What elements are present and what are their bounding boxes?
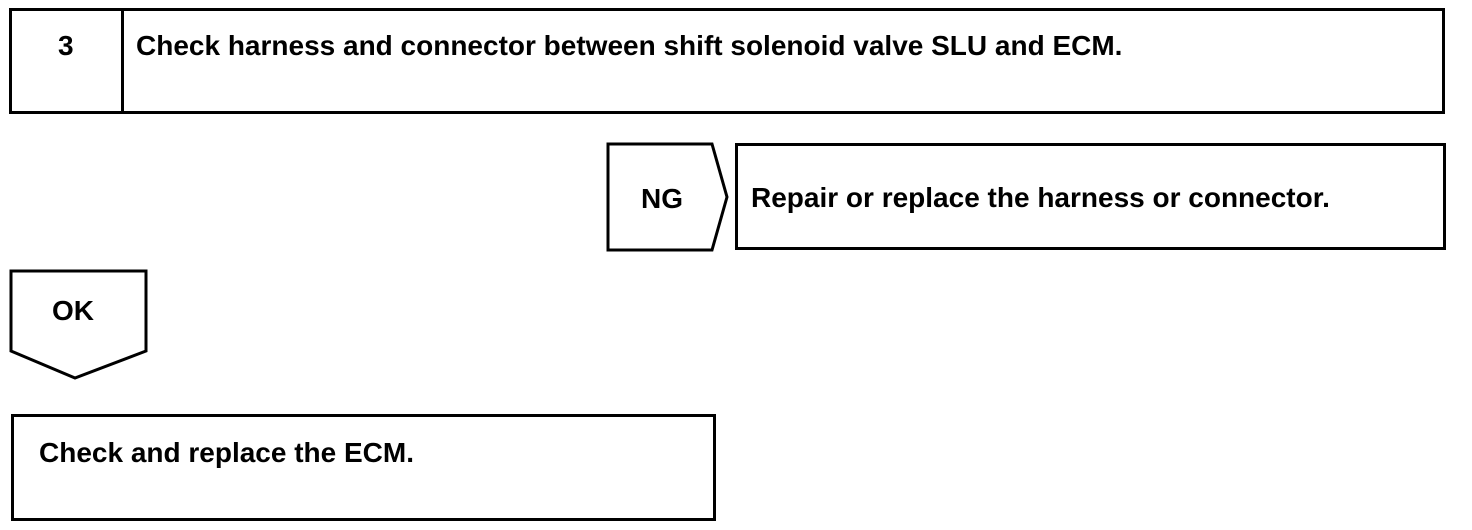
ok-arrow-shape [9, 269, 148, 380]
ok-label: OK [52, 295, 94, 326]
ok-action-text: Check and replace the ECM. [39, 437, 415, 468]
ng-label: NG [641, 183, 683, 214]
step-box [9, 8, 1445, 114]
ng-action-text: Repair or replace the harness or connect… [751, 182, 1330, 213]
ng-action-box [735, 143, 1446, 250]
step-title: Check harness and connector between shif… [136, 30, 1123, 61]
step-divider [121, 8, 124, 114]
ng-arrow-shape [606, 142, 729, 252]
step-number: 3 [58, 30, 74, 61]
ok-action-box [11, 414, 716, 521]
